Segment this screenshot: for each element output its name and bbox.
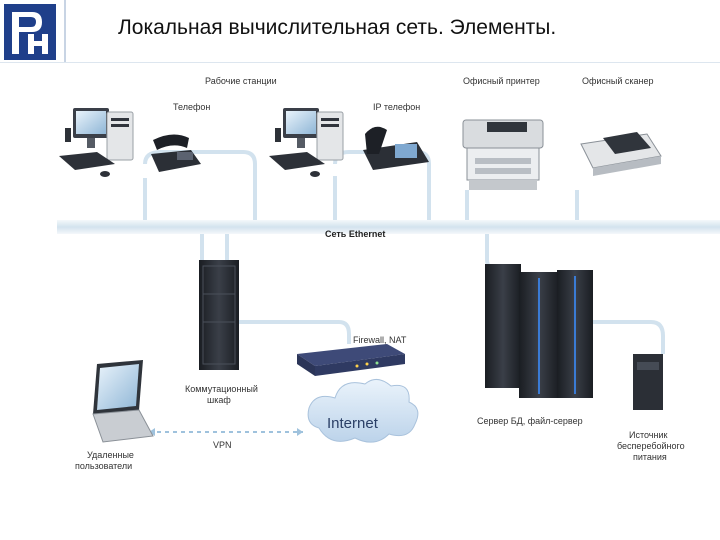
label-ethernet: Сеть Ethernet [325, 229, 386, 239]
office-scanner-device [580, 132, 662, 176]
header-rule [0, 62, 720, 63]
office-printer-device [462, 119, 544, 190]
workstation-2 [269, 108, 344, 177]
label-firewall: Firewall, NAT [353, 335, 407, 345]
header-divider [64, 0, 66, 62]
ups-device [633, 354, 663, 410]
workstation-1 [59, 108, 134, 177]
db-server-device [485, 264, 593, 398]
internet-cloud [307, 379, 419, 443]
label-ups-line2: бесперебойного [617, 441, 685, 451]
label-internet: Internet [327, 415, 378, 432]
diagram-graphics [57, 108, 720, 443]
ip-phone-device [363, 126, 429, 170]
label-ip-phone: IP телефон [373, 102, 421, 112]
network-diagram: Рабочие станции Телефон IP телефон Офисн… [57, 64, 720, 490]
label-remote-users-line1: Удаленные [87, 450, 134, 460]
page-title: Локальная вычислительная сеть. Элементы. [118, 16, 557, 39]
label-vpn: VPN [213, 440, 232, 450]
label-switch-cabinet-line2: шкаф [207, 395, 231, 405]
university-logo [4, 4, 56, 60]
label-switch-cabinet-line1: Коммутационный [185, 384, 258, 394]
ethernet-bus [57, 220, 720, 234]
switch-cabinet-device [199, 260, 239, 370]
label-ups-line3: питания [633, 452, 667, 462]
label-office-scanner: Офисный сканер [582, 76, 654, 86]
label-db-server: Сервер БД, файл-сервер [477, 416, 583, 426]
label-remote-users-line2: пользователи [75, 461, 133, 471]
phone-device [151, 134, 201, 172]
label-workstations: Рабочие станции [205, 76, 277, 86]
label-phone: Телефон [173, 102, 211, 112]
remote-laptop-device [92, 360, 154, 443]
label-ups-line1: Источник [629, 430, 668, 440]
label-office-printer: Офисный принтер [463, 76, 540, 86]
firewall-device [297, 344, 405, 376]
